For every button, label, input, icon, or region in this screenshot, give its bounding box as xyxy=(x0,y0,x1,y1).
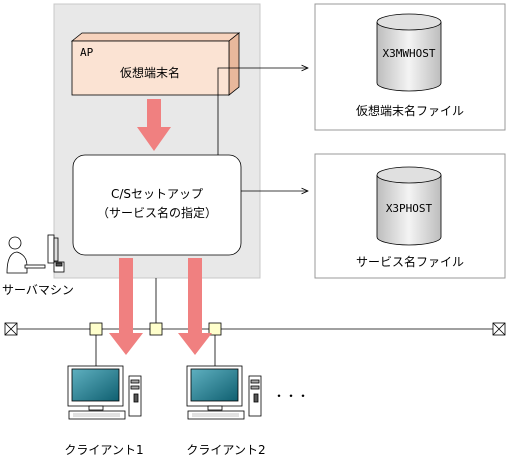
ap-box: AP 仮想端末名 xyxy=(70,32,241,96)
setup-to-terminal-file-line xyxy=(217,68,308,155)
ap-to-setup-arrow xyxy=(137,99,171,151)
network-terminator-right xyxy=(492,322,506,336)
network-node-server xyxy=(149,322,163,336)
terminal-file-caption: 仮想端末名ファイル xyxy=(356,103,464,118)
network-node-client1 xyxy=(89,322,103,336)
service-file-db-label: X3PHOST xyxy=(386,202,433,215)
service-file-caption: サービス名ファイル xyxy=(356,254,464,269)
terminal-name-file: X3MWHOST 仮想端末名ファイル xyxy=(314,3,506,131)
ap-virtual-terminal-label: 仮想端末名 xyxy=(120,65,180,80)
client2-label: クライアント2 xyxy=(186,443,265,457)
cs-setup-box: C/Sセットアップ （サービス名の指定） xyxy=(72,154,242,256)
server-operator-icon xyxy=(6,234,65,274)
client2-computer-icon xyxy=(186,365,262,420)
server-machine-label: サーバマシン xyxy=(2,283,74,297)
ap-tag: AP xyxy=(80,46,94,59)
client1-label: クライアント1 xyxy=(64,443,143,457)
network-terminator-left xyxy=(4,322,18,336)
more-clients-ellipsis: ・・・ xyxy=(273,389,309,403)
setup-to-client1-arrow xyxy=(109,258,143,355)
cs-setup-label: C/Sセットアップ xyxy=(111,187,203,201)
cs-setup-sublabel: （サービス名の指定） xyxy=(97,205,217,220)
client1-computer-icon xyxy=(67,365,142,420)
terminal-file-db-label: X3MWHOST xyxy=(383,47,436,60)
service-name-file: X3PHOST サービス名ファイル xyxy=(314,153,506,279)
setup-to-client2-arrow xyxy=(178,258,212,355)
